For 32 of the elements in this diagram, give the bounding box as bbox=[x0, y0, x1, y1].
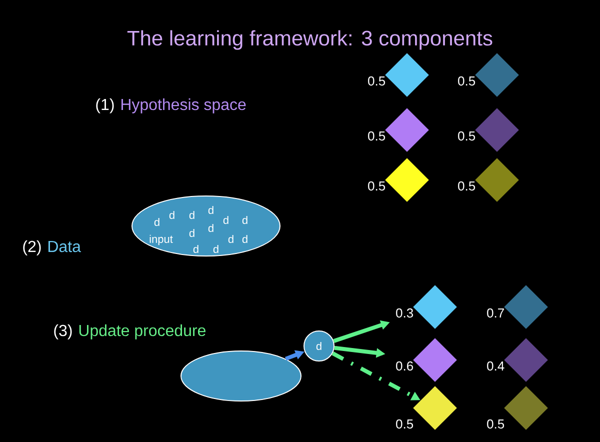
value-label: 0.5 bbox=[368, 181, 386, 191]
value-label: 0.5 bbox=[368, 76, 386, 86]
diamond bbox=[475, 53, 519, 97]
diamond bbox=[504, 338, 548, 382]
number-label: (3) bbox=[54, 324, 72, 340]
diamond bbox=[413, 338, 457, 382]
number-label: (2) bbox=[23, 240, 41, 256]
diamond bbox=[475, 108, 519, 152]
value-label: 0.5 bbox=[458, 76, 476, 86]
value-label: 0.5 bbox=[487, 419, 504, 429]
value-label: 0.5 bbox=[458, 181, 476, 191]
value-label: 0.5 bbox=[396, 419, 414, 429]
value-label: 0.5 bbox=[368, 131, 386, 141]
value-label: 0.3 bbox=[396, 308, 414, 318]
heading-label: Hypothesis space bbox=[121, 98, 246, 114]
value-label: 0.7 bbox=[487, 308, 504, 318]
value-label: 0.4 bbox=[487, 361, 504, 371]
ellipse bbox=[180, 350, 302, 402]
diamond bbox=[504, 285, 548, 329]
diamond bbox=[413, 285, 457, 329]
value-label: 0.6 bbox=[396, 361, 414, 371]
diamond bbox=[413, 386, 457, 430]
title: The learning framework: 3 components bbox=[127, 30, 492, 50]
diamond bbox=[385, 158, 429, 202]
diamond bbox=[504, 386, 548, 430]
heading-label: Data bbox=[48, 241, 81, 252]
number-label: (1) bbox=[96, 98, 114, 114]
heading-label: Update procedure bbox=[79, 324, 206, 340]
value-label: 0.5 bbox=[458, 131, 476, 141]
diamond bbox=[475, 158, 519, 202]
diamond bbox=[385, 53, 429, 97]
diamond bbox=[385, 108, 429, 152]
